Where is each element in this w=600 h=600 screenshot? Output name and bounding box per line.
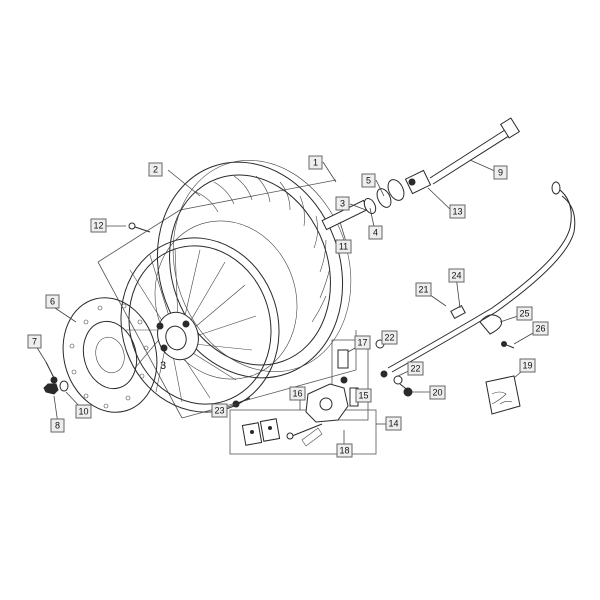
callout-5: 5 [361, 173, 376, 188]
brake-hose [387, 181, 576, 373]
callout-11: 11 [335, 239, 352, 254]
callout-15: 15 [355, 388, 372, 403]
rim: 3 [120, 220, 298, 413]
callout-25: 25 [516, 306, 533, 321]
svg-text:1: 1 [313, 158, 318, 168]
callout-19: 19 [519, 358, 536, 373]
callout-2: 2 [148, 162, 163, 177]
svg-text:7: 7 [32, 337, 37, 347]
axle-spacers [321, 169, 432, 231]
axle [429, 117, 521, 185]
callout-18: 18 [336, 443, 353, 458]
callout-6: 6 [45, 294, 60, 309]
svg-text:24: 24 [451, 271, 461, 281]
callout-23: 23 [211, 403, 228, 418]
callout-16: 16 [289, 386, 306, 401]
svg-text:26: 26 [535, 324, 545, 334]
callout-22a: 22 [381, 330, 398, 345]
svg-text:8: 8 [55, 421, 60, 431]
hub-label: 3 [160, 360, 166, 372]
callout-12: 12 [90, 218, 107, 233]
callout-21: 21 [415, 282, 432, 297]
svg-text:14: 14 [388, 419, 398, 429]
callout-14: 14 [385, 416, 402, 431]
callout-7: 7 [27, 334, 42, 349]
svg-text:5: 5 [366, 176, 371, 186]
svg-text:2: 2 [153, 165, 158, 175]
callout-10: 10 [75, 404, 92, 419]
svg-text:19: 19 [522, 361, 532, 371]
svg-text:9: 9 [498, 168, 503, 178]
callout-labels: 1 2 3 4 5 6 7 8 9 10 11 12 13 14 15 16 1… [27, 155, 549, 458]
callout-26: 26 [532, 321, 549, 336]
brake-disc [62, 297, 158, 413]
warning-label [485, 375, 521, 415]
svg-text:17: 17 [357, 338, 367, 348]
banjo-bolts [375, 339, 413, 397]
svg-text:22: 22 [384, 333, 394, 343]
caliper-assembly-frame [229, 339, 377, 455]
disc-bolts [43, 361, 69, 395]
svg-text:13: 13 [452, 207, 462, 217]
wheel-assembly-frame [97, 179, 357, 419]
callout-1: 1 [308, 155, 323, 170]
callout-17: 17 [354, 335, 371, 350]
svg-text:23: 23 [214, 406, 224, 416]
svg-text:22: 22 [410, 364, 420, 374]
callout-22b: 22 [407, 361, 424, 376]
svg-text:4: 4 [373, 228, 378, 238]
callout-24: 24 [448, 268, 465, 283]
callout-4: 4 [368, 225, 383, 240]
svg-text:11: 11 [339, 242, 348, 252]
svg-text:21: 21 [418, 285, 428, 295]
svg-text:3: 3 [340, 199, 345, 209]
hose-clip [479, 314, 515, 349]
callout-3: 3 [335, 196, 350, 211]
svg-text:20: 20 [432, 388, 442, 398]
callout-9: 9 [493, 165, 508, 180]
callout-8: 8 [50, 418, 65, 433]
svg-text:12: 12 [93, 221, 103, 231]
svg-text:15: 15 [358, 391, 368, 401]
leader-lines [35, 159, 541, 450]
valve-stem [128, 222, 151, 233]
svg-text:6: 6 [50, 297, 55, 307]
svg-text:25: 25 [519, 309, 529, 319]
svg-text:16: 16 [292, 389, 302, 399]
callout-13: 13 [449, 204, 466, 219]
callout-20: 20 [429, 385, 446, 400]
svg-text:10: 10 [78, 407, 88, 417]
brake-pads [241, 418, 323, 447]
svg-text:18: 18 [339, 446, 349, 456]
